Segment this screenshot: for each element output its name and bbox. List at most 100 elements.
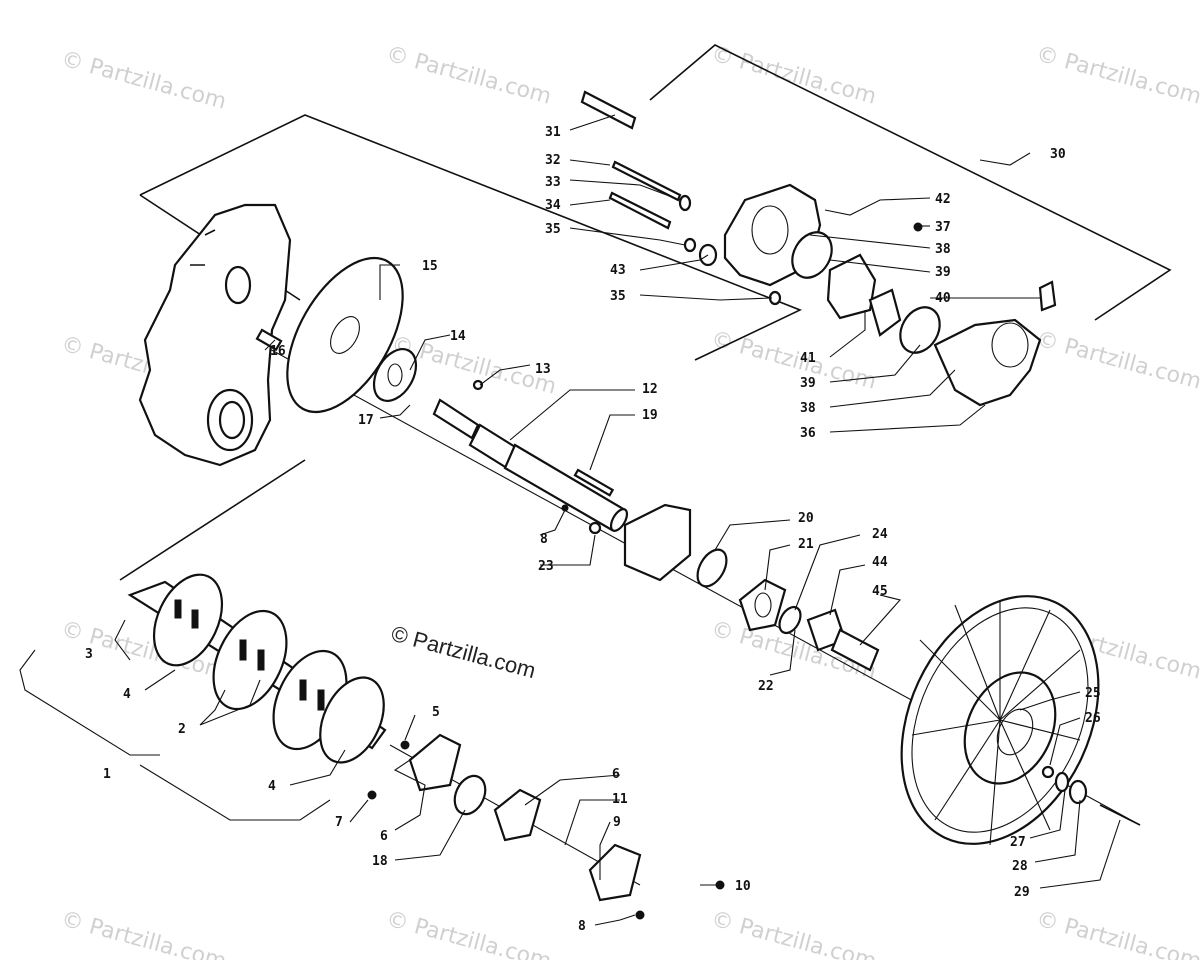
callout-41: 41 bbox=[800, 351, 816, 366]
bracket-1-group bbox=[119, 459, 306, 581]
callout-17: 17 bbox=[358, 413, 374, 428]
callout-15: 15 bbox=[422, 259, 438, 274]
part-24-seal bbox=[778, 605, 802, 635]
watermark: © Partzilla.com bbox=[58, 47, 228, 115]
callout-6: 6 bbox=[612, 767, 620, 782]
callout-39: 39 bbox=[935, 265, 951, 280]
callout-24: 24 bbox=[872, 527, 888, 542]
part-31-pin bbox=[580, 90, 637, 130]
callout-42: 42 bbox=[935, 192, 951, 207]
callout-38: 38 bbox=[800, 401, 816, 416]
callout-4: 4 bbox=[123, 687, 131, 702]
part-37-nut bbox=[913, 222, 923, 232]
callout-39: 39 bbox=[800, 376, 816, 391]
watermark: © Partzilla.com bbox=[383, 907, 553, 960]
watermark: © Partzilla.com bbox=[58, 907, 228, 960]
part-6-flange bbox=[408, 733, 462, 792]
callout-13: 13 bbox=[535, 362, 551, 377]
callout-23: 23 bbox=[538, 559, 554, 574]
watermark: © Partzilla.com bbox=[1033, 42, 1200, 110]
callout-11: 11 bbox=[612, 792, 628, 807]
part-39-piston bbox=[791, 231, 833, 279]
part-15-brake-disc bbox=[286, 256, 404, 414]
callout-20: 20 bbox=[798, 511, 814, 526]
callout-8: 8 bbox=[540, 532, 548, 547]
watermark: © Partzilla.com bbox=[1033, 907, 1200, 960]
callout-35: 35 bbox=[545, 222, 561, 237]
callout-33: 33 bbox=[545, 175, 561, 190]
callout-44: 44 bbox=[872, 555, 888, 570]
callout-25: 25 bbox=[1085, 686, 1101, 701]
callout-12: 12 bbox=[642, 382, 658, 397]
part-21-flange bbox=[738, 578, 787, 632]
callout-8: 8 bbox=[578, 919, 586, 934]
callout-3: 3 bbox=[85, 647, 93, 662]
callout-38: 38 bbox=[935, 242, 951, 257]
callout-27: 27 bbox=[1010, 835, 1026, 850]
part-45-shaft bbox=[830, 628, 880, 672]
part-36-caliper-half bbox=[933, 318, 1042, 407]
part-1-drive-axle bbox=[127, 573, 387, 764]
chaincase-housing bbox=[138, 203, 292, 467]
watermark: © Partzilla.com bbox=[1033, 327, 1200, 395]
bracket-15-group bbox=[139, 114, 803, 361]
part-27-washer bbox=[1054, 771, 1070, 793]
callout-4: 4 bbox=[268, 779, 276, 794]
part-23-washer bbox=[588, 521, 602, 535]
callout-16: 16 bbox=[270, 344, 286, 359]
callout-10: 10 bbox=[735, 879, 751, 894]
callout-19: 19 bbox=[642, 408, 658, 423]
watermark: © Partzilla.com bbox=[383, 42, 553, 110]
watermark: © Partzilla.com bbox=[708, 42, 878, 110]
part-5-bolt bbox=[400, 740, 410, 750]
callout-29: 29 bbox=[1014, 885, 1030, 900]
pulley-spokes bbox=[911, 600, 1081, 846]
callout-45: 45 bbox=[872, 584, 888, 599]
callout-21: 21 bbox=[798, 537, 814, 552]
callout-9: 9 bbox=[613, 815, 621, 830]
callout-6: 6 bbox=[380, 829, 388, 844]
part-28-washer bbox=[1068, 779, 1088, 805]
callout-labels: 1 2 3 4 4 5 6 6 7 8 8 9 10 11 12 13 14 1… bbox=[85, 125, 1101, 934]
part-25-pulley bbox=[900, 595, 1100, 846]
part-39b-piston bbox=[899, 306, 941, 354]
part-19-key bbox=[573, 468, 615, 497]
part-bearing-bracket bbox=[623, 503, 692, 582]
part-41-pads bbox=[826, 253, 902, 337]
watermark: © Partzilla.com bbox=[708, 327, 878, 395]
callout-35: 35 bbox=[610, 289, 626, 304]
part-20-bearing bbox=[696, 548, 728, 588]
callout-30: 30 bbox=[1050, 147, 1066, 162]
leader-lines bbox=[19, 114, 1121, 926]
part-8-nut bbox=[635, 910, 645, 920]
center-watermark: © Partzilla.com bbox=[389, 621, 539, 684]
callout-18: 18 bbox=[372, 854, 388, 869]
part-16-pin bbox=[255, 328, 283, 352]
part-18-bearing bbox=[453, 774, 487, 816]
part-35-washer bbox=[683, 237, 697, 253]
callout-37: 37 bbox=[935, 220, 951, 235]
part-6b-flange bbox=[493, 788, 542, 842]
callout-31: 31 bbox=[545, 125, 561, 140]
watermark: © Partzilla.com bbox=[708, 907, 878, 960]
callout-32: 32 bbox=[545, 153, 561, 168]
part-26-washer bbox=[1041, 765, 1055, 779]
callout-5: 5 bbox=[432, 705, 440, 720]
part-40-bleeder bbox=[1038, 280, 1057, 312]
part-9-flange bbox=[588, 843, 642, 902]
callout-43: 43 bbox=[610, 263, 626, 278]
part-13-clip bbox=[472, 379, 484, 391]
bracket-30-group bbox=[649, 44, 1172, 321]
caliper-bolts bbox=[608, 160, 682, 230]
callout-22: 22 bbox=[758, 679, 774, 694]
callout-14: 14 bbox=[450, 329, 466, 344]
callout-2: 2 bbox=[178, 722, 186, 737]
callout-26: 26 bbox=[1085, 711, 1101, 726]
part-33-washer bbox=[678, 194, 692, 212]
part-29-bolt bbox=[1099, 804, 1141, 826]
callout-40: 40 bbox=[935, 291, 951, 306]
part-14-hub bbox=[372, 348, 418, 402]
callout-7: 7 bbox=[335, 815, 343, 830]
part-12-sleeve bbox=[432, 398, 629, 532]
